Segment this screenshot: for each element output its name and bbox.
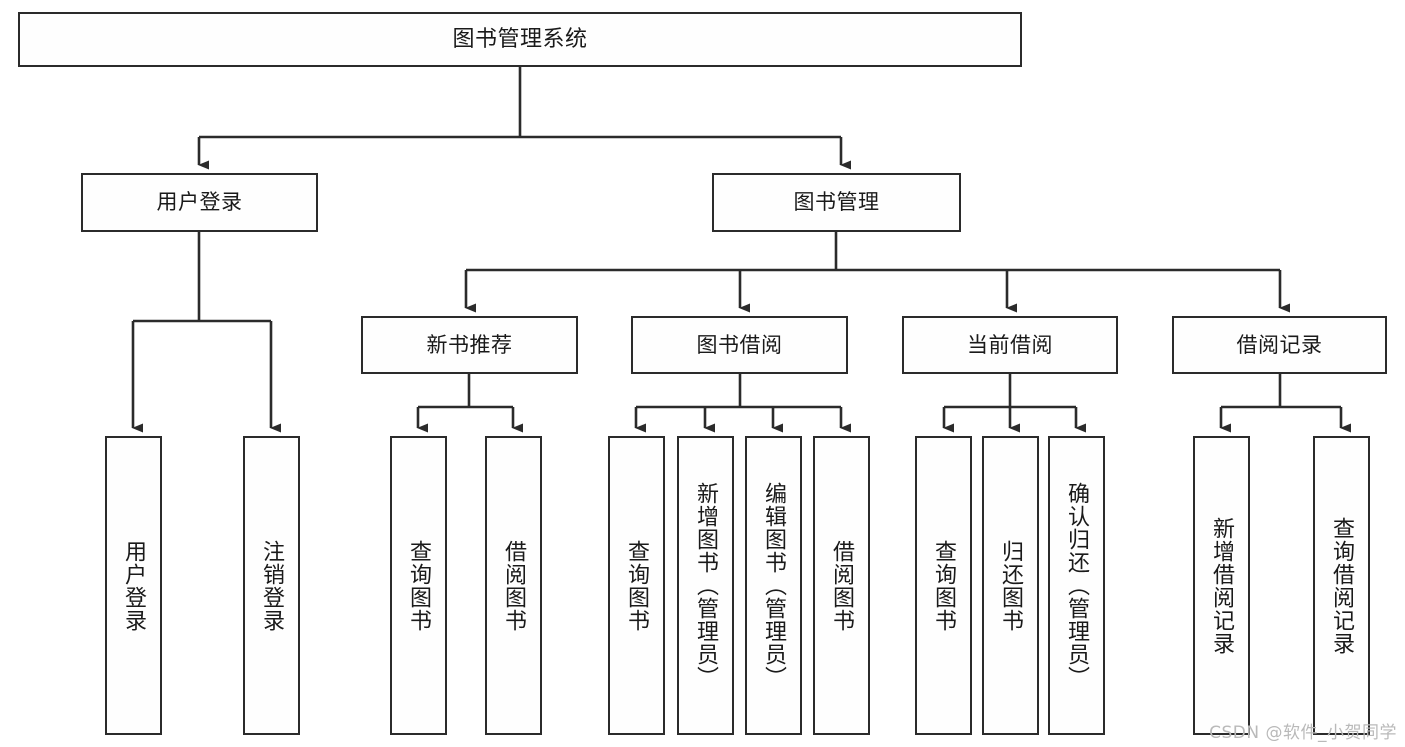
node-label: 确认归还（管理员）: [1064, 482, 1090, 689]
node-leaf-logout[interactable]: 注销登录: [243, 436, 300, 735]
node-new-book-recommend[interactable]: 新书推荐: [361, 316, 578, 374]
node-label: 图书管理系统: [452, 26, 588, 52]
node-label: 注销登录: [259, 539, 285, 632]
node-label: 图书借阅: [696, 332, 783, 357]
node-leaf-query-book-recommend[interactable]: 查询图书: [390, 436, 447, 735]
node-leaf-confirm-return-admin[interactable]: 确认归还（管理员）: [1048, 436, 1105, 735]
node-leaf-add-borrow-record[interactable]: 新增借阅记录: [1193, 436, 1250, 735]
node-label: 借阅图书: [829, 539, 855, 632]
node-user-login[interactable]: 用户登录: [81, 173, 318, 232]
node-leaf-borrow-book-recommend[interactable]: 借阅图书: [485, 436, 542, 735]
node-leaf-borrow-book[interactable]: 借阅图书: [813, 436, 870, 735]
node-label: 编辑图书（管理员）: [761, 482, 787, 689]
node-label: 查询图书: [624, 539, 650, 632]
node-label: 用户登录: [156, 190, 243, 215]
node-label: 图书管理: [793, 190, 880, 215]
node-label: 归还图书: [998, 539, 1024, 632]
node-borrow-record[interactable]: 借阅记录: [1172, 316, 1387, 374]
node-label: 查询图书: [406, 539, 432, 632]
node-label: 新增图书（管理员）: [693, 482, 719, 689]
node-leaf-return-book[interactable]: 归还图书: [982, 436, 1039, 735]
node-book-borrow[interactable]: 图书借阅: [631, 316, 848, 374]
watermark-text: CSDN @软件_小贺同学: [1209, 723, 1397, 743]
node-leaf-add-book-admin[interactable]: 新增图书（管理员）: [677, 436, 734, 735]
node-current-borrow[interactable]: 当前借阅: [902, 316, 1118, 374]
node-label: 借阅记录: [1236, 332, 1323, 357]
node-label: 用户登录: [121, 539, 147, 632]
node-label: 借阅图书: [501, 539, 527, 632]
node-label: 查询借阅记录: [1329, 516, 1355, 655]
node-leaf-edit-book-admin[interactable]: 编辑图书（管理员）: [745, 436, 802, 735]
node-leaf-query-book[interactable]: 查询图书: [608, 436, 665, 735]
node-label: 查询图书: [931, 539, 957, 632]
node-leaf-query-borrow-record[interactable]: 查询借阅记录: [1313, 436, 1370, 735]
node-leaf-query-book-current[interactable]: 查询图书: [915, 436, 972, 735]
node-label: 新书推荐: [426, 332, 513, 357]
node-leaf-user-login[interactable]: 用户登录: [105, 436, 162, 735]
node-label: 当前借阅: [967, 332, 1053, 357]
node-root-book-management-system[interactable]: 图书管理系统: [18, 12, 1022, 67]
node-book-management[interactable]: 图书管理: [712, 173, 961, 232]
node-label: 新增借阅记录: [1209, 516, 1235, 655]
